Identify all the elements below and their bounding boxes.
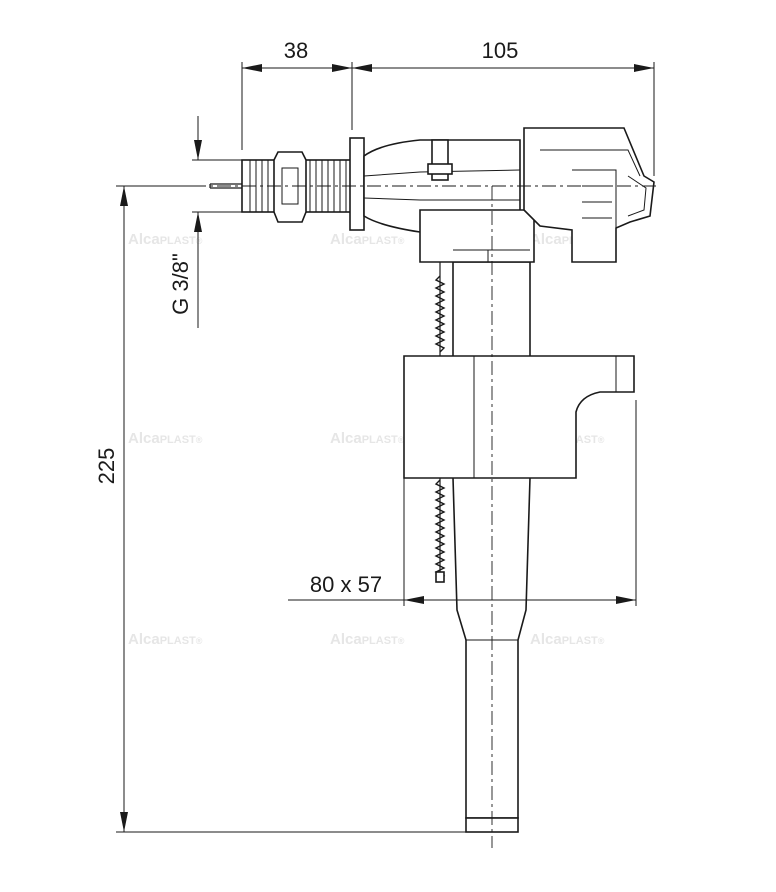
- valve-head: [523, 127, 655, 263]
- watermarks: AlcaPLAST® AlcaPLAST® AlcaPLAST® AlcaPLA…: [128, 231, 605, 648]
- watermark: AlcaPLAST®: [530, 631, 605, 648]
- riser-pipe: [452, 261, 531, 833]
- dimension-38-label: 38: [284, 38, 308, 63]
- watermark: AlcaPLAST®: [128, 631, 203, 648]
- dimension-105: 105: [352, 38, 655, 176]
- adjust-spring-lower: [434, 478, 446, 583]
- dimension-38: 38: [241, 38, 353, 150]
- center-lines: [192, 185, 660, 848]
- watermark: AlcaPLAST®: [128, 231, 203, 248]
- watermark: AlcaPLAST®: [128, 430, 203, 447]
- watermark: AlcaPLAST®: [330, 631, 405, 648]
- svg-text:AlcaPLAST®: AlcaPLAST®: [330, 231, 405, 248]
- dimension-thread-label: G 3/8": [168, 253, 193, 315]
- watermark: AlcaPLAST®: [330, 231, 405, 248]
- svg-text:AlcaPLAST®: AlcaPLAST®: [128, 231, 203, 248]
- dimension-thread: G 3/8": [168, 116, 242, 328]
- svg-text:AlcaPLAST®: AlcaPLAST®: [128, 430, 203, 447]
- svg-text:AlcaPLAST®: AlcaPLAST®: [330, 631, 405, 648]
- flange: [349, 137, 365, 231]
- dimension-float-label: 80 x 57: [310, 572, 382, 597]
- svg-text:AlcaPLAST®: AlcaPLAST®: [330, 430, 405, 447]
- pivot: [427, 139, 453, 181]
- float-chamber: [403, 355, 635, 479]
- dimension-float: 80 x 57: [288, 400, 637, 606]
- dimension-225-label: 225: [94, 448, 119, 485]
- dimension-105-label: 105: [482, 38, 519, 63]
- svg-text:AlcaPLAST®: AlcaPLAST®: [128, 631, 203, 648]
- svg-text:AlcaPLAST®: AlcaPLAST®: [530, 631, 605, 648]
- watermark: AlcaPLAST®: [330, 430, 405, 447]
- dimension-225: 225: [94, 185, 466, 833]
